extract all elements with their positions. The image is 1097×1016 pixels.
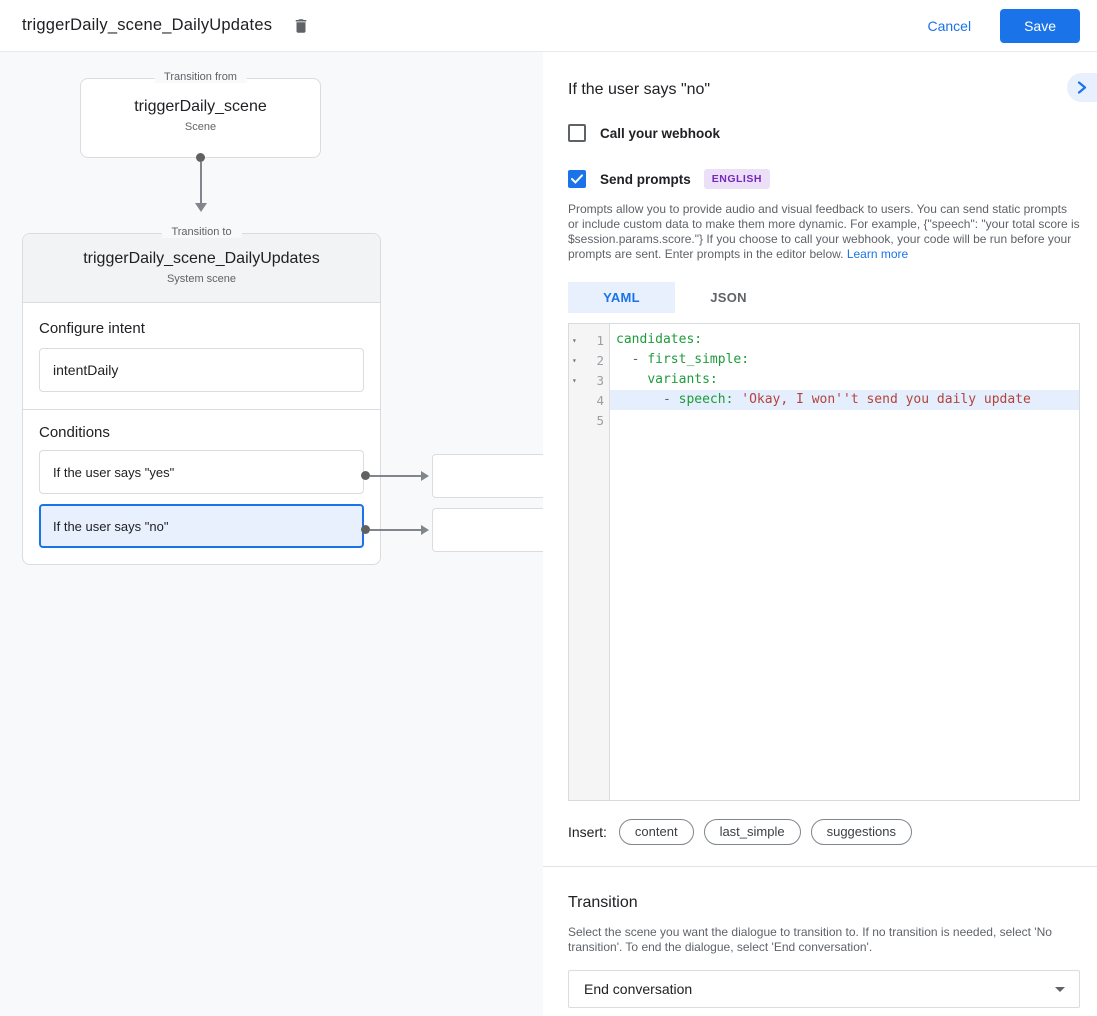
tab-json[interactable]: JSON	[710, 290, 747, 305]
prompts-description-text: Prompts allow you to provide audio and v…	[568, 202, 1080, 261]
prompts-description: Prompts allow you to provide audio and v…	[568, 202, 1080, 262]
call-webhook-label: Call your webhook	[600, 125, 721, 141]
code-token-key: variants:	[647, 372, 718, 387]
code-line-4[interactable]: - speech: 'Okay, I won''t send you daily…	[610, 390, 1079, 410]
condition-target-node[interactable]	[432, 508, 543, 552]
conditions-label: Conditions	[39, 424, 110, 441]
connector-line	[200, 162, 202, 203]
gutter-line: ▾3	[569, 370, 609, 390]
code-token-key: speech:	[678, 392, 742, 407]
code-token-key: candidates:	[616, 332, 703, 347]
code-token-plain	[616, 372, 647, 387]
fold-arrow-icon[interactable]: ▾	[572, 375, 577, 385]
connector-dot	[196, 153, 205, 162]
line-number: 4	[596, 392, 604, 408]
send-prompts-checkbox[interactable]	[568, 170, 586, 188]
connector-dot	[361, 525, 370, 534]
editor-tabs: YAML JSON	[568, 282, 1080, 313]
transition-select[interactable]: End conversation	[568, 970, 1080, 1008]
code-token-dash: -	[662, 392, 679, 407]
insert-chip-suggestions[interactable]: suggestions	[810, 819, 912, 845]
arrow-right-icon	[421, 525, 429, 535]
to-scene-header: triggerDaily_scene_DailyUpdates System s…	[23, 234, 380, 303]
code-line-2[interactable]: - first_simple:	[610, 350, 1079, 370]
card-divider	[23, 409, 380, 410]
condition-editor-panel: If the user says "no" Call your webhook …	[543, 52, 1097, 1016]
gutter-line: ▾1	[569, 330, 609, 350]
topbar: triggerDaily_scene_DailyUpdates Cancel S…	[0, 0, 1097, 52]
section-divider	[543, 866, 1097, 867]
condition-row-1[interactable]: If the user says "yes"	[39, 450, 364, 494]
insert-chips: content last_simple suggestions	[618, 819, 912, 845]
connector-line	[370, 529, 421, 531]
intent-field[interactable]: intentDaily	[39, 348, 364, 392]
fold-arrow-icon[interactable]: ▾	[572, 335, 577, 345]
page-title: triggerDaily_scene_DailyUpdates	[22, 16, 273, 34]
code-line-5[interactable]	[610, 410, 1079, 430]
send-prompts-label: Send prompts	[600, 171, 691, 187]
from-scene-name: triggerDaily_scene	[134, 98, 267, 115]
tab-yaml[interactable]: YAML	[568, 282, 675, 313]
arrow-right-icon	[421, 471, 429, 481]
gutter-line: 4	[569, 390, 609, 410]
line-number: 3	[596, 372, 604, 388]
line-number: 2	[596, 352, 604, 368]
panel-title: If the user says "no"	[568, 81, 711, 98]
conditions-list: If the user says "yes" If the user says "…	[23, 450, 380, 548]
code-token-dash: -	[631, 352, 648, 367]
trash-icon	[295, 18, 307, 33]
transition-to-node: Transition to triggerDaily_scene_DailyUp…	[22, 226, 381, 565]
scene-diagram-canvas: Transition from triggerDaily_scene Scene…	[0, 52, 543, 1016]
code-line-3[interactable]: variants:	[610, 370, 1079, 390]
connector-line	[370, 475, 421, 477]
gutter-line: ▾2	[569, 350, 609, 370]
delete-scene-button[interactable]	[289, 14, 313, 38]
insert-label: Insert:	[568, 824, 607, 840]
transition-title: Transition	[568, 894, 638, 911]
code-token-key: first_simple:	[647, 352, 750, 367]
arrow-down-icon	[195, 203, 207, 212]
code-token-plain	[616, 352, 632, 367]
gutter-line: 5	[569, 410, 609, 430]
insert-chip-last_simple[interactable]: last_simple	[703, 819, 801, 845]
condition-target-node[interactable]	[432, 454, 543, 498]
call-webhook-checkbox[interactable]	[568, 124, 586, 142]
checkmark-icon	[571, 174, 583, 184]
to-scene-type: System scene	[166, 273, 237, 285]
fold-arrow-icon[interactable]: ▾	[572, 355, 577, 365]
save-button[interactable]: Save	[1000, 8, 1080, 43]
transition-from-node[interactable]: Transition from triggerDaily_scene Scene	[80, 71, 321, 158]
line-number: 1	[596, 332, 604, 348]
to-scene-name: triggerDaily_scene_DailyUpdates	[83, 250, 320, 267]
chevron-right-icon	[1077, 81, 1087, 94]
transition-description: Select the scene you want the dialogue t…	[568, 925, 1052, 954]
line-number: 5	[596, 412, 604, 428]
language-badge: ENGLISH	[703, 169, 770, 189]
transition-select-value: End conversation	[584, 981, 693, 997]
code-token-plain	[616, 392, 663, 407]
learn-more-link[interactable]: Learn more	[846, 247, 909, 261]
from-scene-type: Scene	[184, 121, 217, 133]
transition-to-legend: Transition to	[161, 226, 242, 238]
cancel-button[interactable]: Cancel	[927, 17, 972, 34]
connector-dot	[361, 471, 370, 480]
configure-intent-label: Configure intent	[39, 320, 145, 337]
code-line-1[interactable]: candidates:	[610, 330, 1079, 350]
dropdown-caret-icon	[1055, 986, 1065, 992]
transition-from-legend: Transition from	[154, 71, 247, 83]
collapse-panel-button[interactable]	[1067, 73, 1097, 102]
code-token-string: 'Okay, I won''t send you daily update	[741, 392, 1031, 407]
editor-code-area[interactable]: candidates: - first_simple: variants: - …	[610, 324, 1079, 800]
insert-chip-content[interactable]: content	[618, 819, 694, 845]
condition-row-2[interactable]: If the user says "no"	[39, 504, 364, 548]
